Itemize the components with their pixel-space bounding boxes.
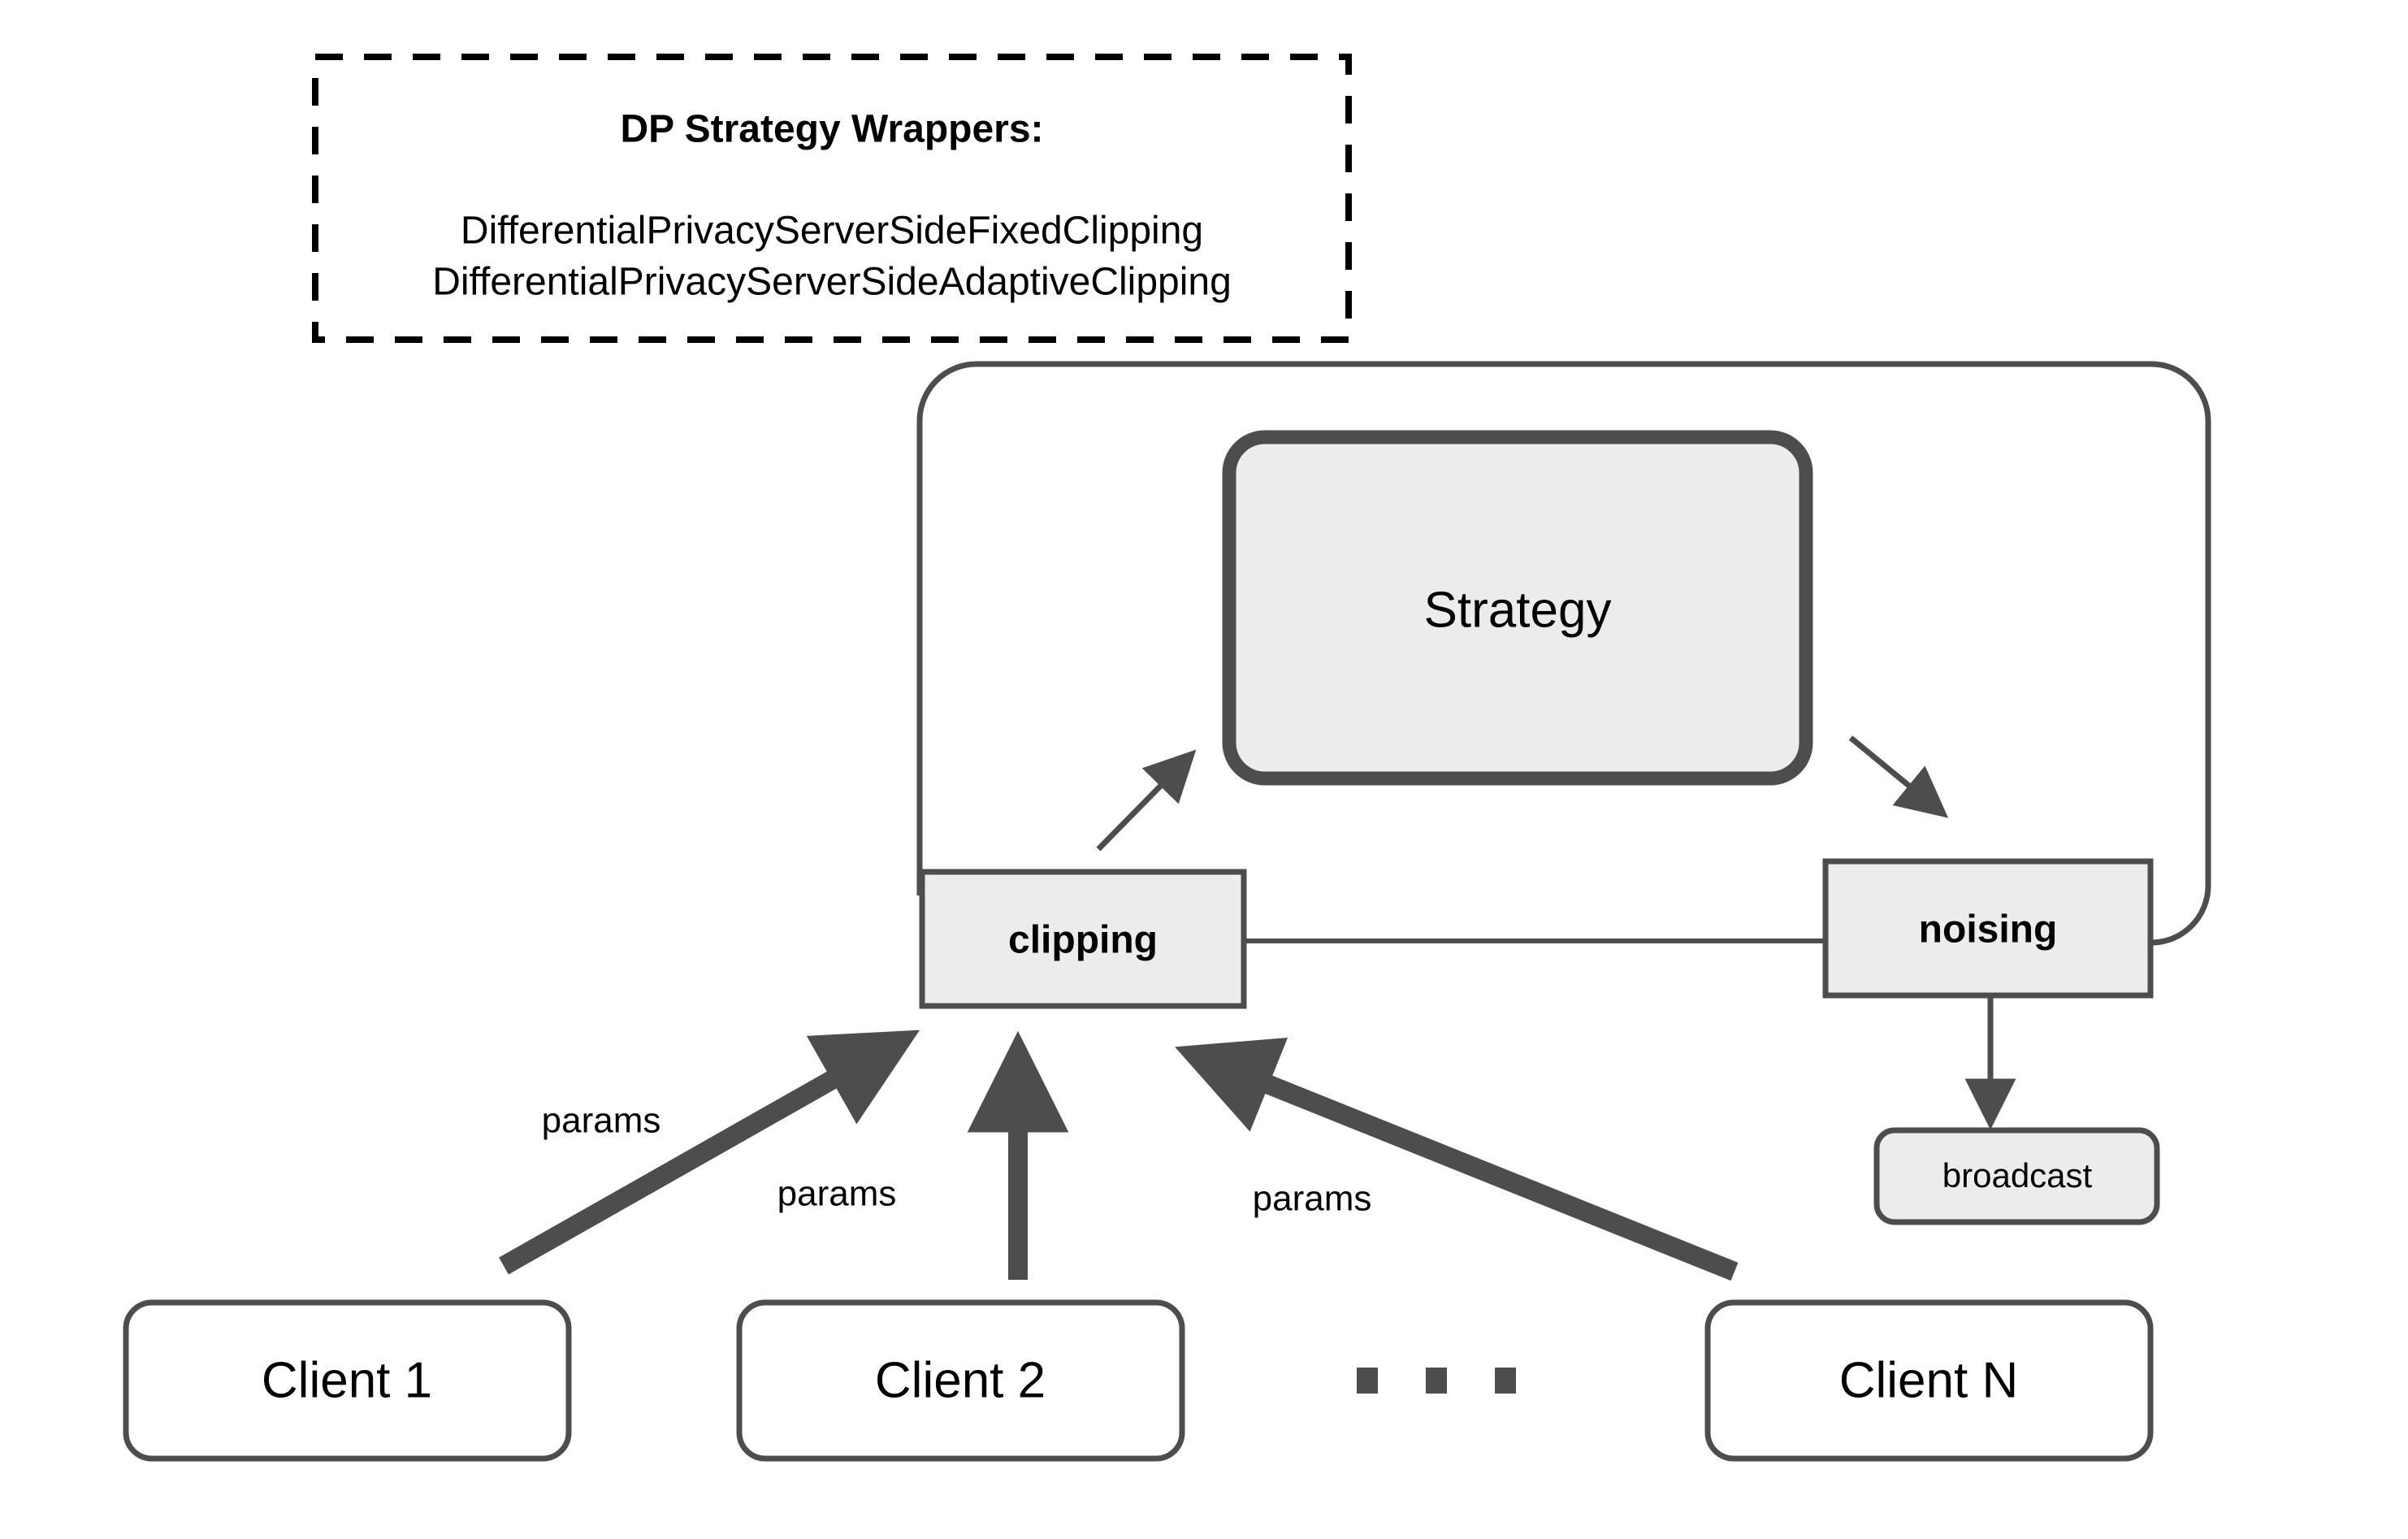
edge-client1-to-clipping [499, 1030, 920, 1275]
strategy-label: Strategy [1424, 582, 1612, 638]
client-box-2[interactable] [736, 1299, 1185, 1462]
client-box-1[interactable] [123, 1299, 572, 1462]
edge-clientN-to-clipping [1175, 1037, 1739, 1281]
dp-wrappers-item-0: DifferentialPrivacyServerSideFixedClippi… [461, 210, 1203, 253]
broadcast-box[interactable] [1873, 1127, 2160, 1225]
strategy-box[interactable] [1222, 430, 1813, 786]
edge-label-params-client1: params [542, 1101, 661, 1141]
broadcast-label: broadcast [1942, 1156, 2093, 1194]
dp-wrappers-note-box [312, 54, 1352, 343]
client-box-n[interactable] [1704, 1299, 2154, 1462]
server-container-outline [916, 361, 2211, 946]
dp-wrappers-title: DP Strategy Wrappers: [620, 108, 1043, 151]
clipping-box[interactable] [919, 869, 1247, 1009]
edge-label-params-client2: params [777, 1174, 897, 1214]
edge-label-params-clientN: params [1253, 1179, 1372, 1219]
clients-ellipsis-icon [1357, 1368, 1516, 1394]
edge-strategy-to-noising [1848, 735, 1949, 818]
client-label-2: Client 2 [875, 1352, 1046, 1408]
client-label-1: Client 1 [262, 1352, 432, 1408]
clipping-label: clipping [1008, 919, 1158, 962]
client-label-n: Client N [1839, 1352, 2019, 1408]
noising-label: noising [1919, 908, 2058, 952]
noising-box[interactable] [1822, 858, 2154, 999]
edge-clipping-to-strategy [1096, 749, 1197, 852]
dp-wrappers-item-1: DifferentialPrivacyServerSideAdaptiveCli… [432, 261, 1232, 304]
